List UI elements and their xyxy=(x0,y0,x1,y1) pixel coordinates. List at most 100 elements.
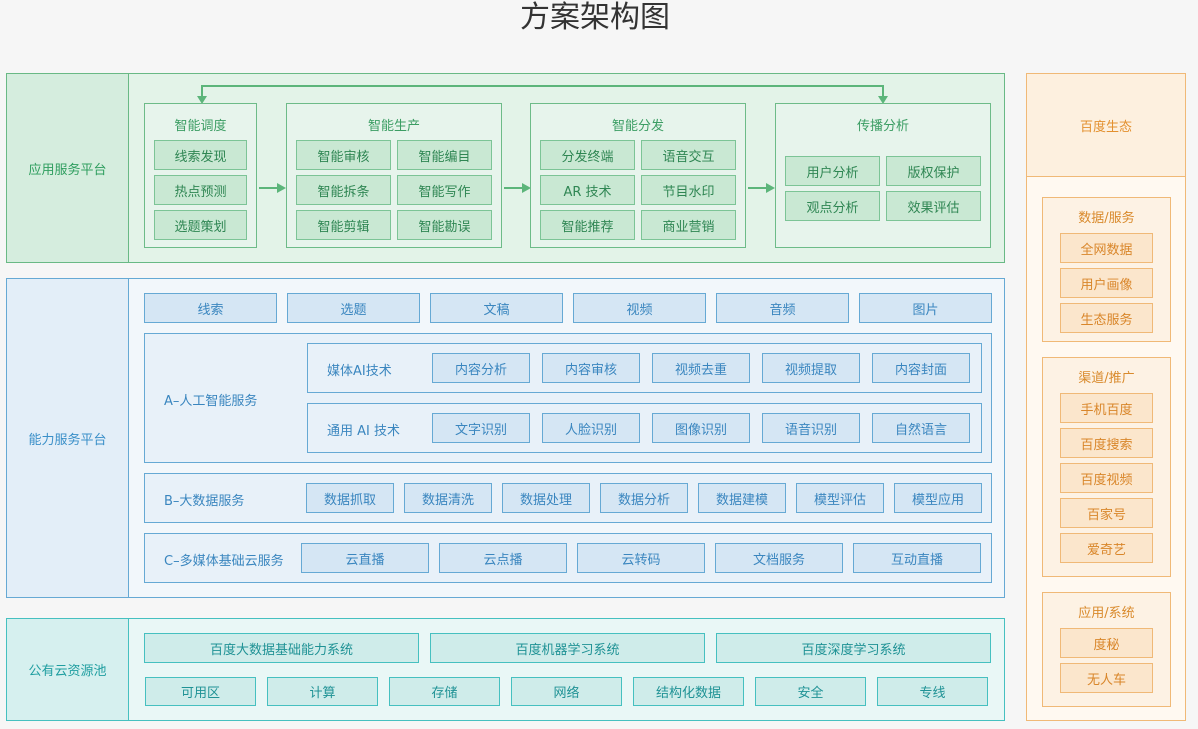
ai-tech-item[interactable]: 视频提取 xyxy=(762,353,860,383)
general-ai-label: 通用 AI 技术 xyxy=(327,424,400,439)
ai-services-block: A–人工智能服务 媒体AI技术 内容分析 内容审核 视频去重 视频提取 内容封面… xyxy=(144,333,992,463)
capability-platform-label: 能力服务平台 xyxy=(7,279,129,597)
ecosystem-group-channels: 渠道/推广 手机百度 百度搜索 百度视频 百家号 爱奇艺 xyxy=(1042,357,1171,577)
flow-arrow xyxy=(748,183,775,193)
bigdata-item[interactable]: 数据建模 xyxy=(698,483,786,513)
app-item[interactable]: 用户分析 xyxy=(785,156,880,186)
ecosystem-item[interactable]: 全网数据 xyxy=(1060,233,1153,263)
resource-type-item[interactable]: 文稿 xyxy=(430,293,563,323)
group-smart-distribution: 智能分发 分发终端 语音交互 AR 技术 节目水印 智能推荐 商业营销 xyxy=(530,103,746,248)
bigdata-item[interactable]: 数据分析 xyxy=(600,483,688,513)
app-item[interactable]: 智能推荐 xyxy=(540,210,635,240)
ai-tech-item[interactable]: 自然语言 xyxy=(872,413,970,443)
app-item[interactable]: 智能编目 xyxy=(397,140,492,170)
ecosystem-item[interactable]: 百度搜索 xyxy=(1060,428,1153,458)
media-ai-label: 媒体AI技术 xyxy=(327,364,392,379)
ai-tech-item[interactable]: 文字识别 xyxy=(432,413,530,443)
bigdata-services-label: B–大数据服务 xyxy=(164,494,245,509)
resource-item[interactable]: 安全 xyxy=(755,677,866,706)
baidu-ecosystem: 百度生态 数据/服务 全网数据 用户画像 生态服务 渠道/推广 手机百度 百度搜… xyxy=(1026,73,1186,721)
app-item[interactable]: 选题策划 xyxy=(154,210,247,240)
ecosystem-item[interactable]: 百家号 xyxy=(1060,498,1153,528)
ecosystem-item[interactable]: 百度视频 xyxy=(1060,463,1153,493)
ecosystem-item[interactable]: 生态服务 xyxy=(1060,303,1153,333)
resource-item[interactable]: 存储 xyxy=(389,677,500,706)
ai-tech-item[interactable]: 图像识别 xyxy=(652,413,750,443)
resource-item[interactable]: 计算 xyxy=(267,677,378,706)
app-item[interactable]: 智能勘误 xyxy=(397,210,492,240)
ecosystem-title: 百度生态 xyxy=(1027,74,1185,177)
system-item[interactable]: 百度机器学习系统 xyxy=(430,633,705,663)
group-title: 数据/服务 xyxy=(1078,210,1135,226)
ai-tech-item[interactable]: 视频去重 xyxy=(652,353,750,383)
page-title: 方案架构图 xyxy=(520,0,670,35)
cloud-item[interactable]: 云直播 xyxy=(301,543,429,573)
general-ai-row: 通用 AI 技术 文字识别 人脸识别 图像识别 语音识别 自然语言 xyxy=(307,403,982,453)
group-smart-production: 智能生产 智能审核 智能编目 智能拆条 智能写作 智能剪辑 智能勘误 xyxy=(286,103,502,248)
resource-type-item[interactable]: 图片 xyxy=(859,293,992,323)
bigdata-item[interactable]: 模型评估 xyxy=(796,483,884,513)
app-item[interactable]: 效果评估 xyxy=(886,191,981,221)
bigdata-services-block: B–大数据服务 数据抓取 数据清洗 数据处理 数据分析 数据建模 模型评估 模型… xyxy=(144,473,992,523)
app-platform-label: 应用服务平台 xyxy=(7,74,129,262)
group-title: 传播分析 xyxy=(856,118,909,134)
flow-arrow xyxy=(259,183,286,193)
group-title: 智能调度 xyxy=(174,118,227,134)
ecosystem-item[interactable]: 手机百度 xyxy=(1060,393,1153,423)
app-item[interactable]: 热点预测 xyxy=(154,175,247,205)
app-item[interactable]: 线索发现 xyxy=(154,140,247,170)
group-title: 应用/系统 xyxy=(1078,605,1135,621)
ai-services-label: A–人工智能服务 xyxy=(164,394,258,409)
resource-item[interactable]: 可用区 xyxy=(145,677,256,706)
app-item[interactable]: 智能审核 xyxy=(296,140,391,170)
app-item[interactable]: 版权保护 xyxy=(886,156,981,186)
resource-type-item[interactable]: 线索 xyxy=(144,293,277,323)
system-item[interactable]: 百度深度学习系统 xyxy=(716,633,991,663)
flow-arrow xyxy=(504,183,531,193)
app-item[interactable]: 智能写作 xyxy=(397,175,492,205)
group-title: 智能分发 xyxy=(611,118,664,134)
ecosystem-item[interactable]: 用户画像 xyxy=(1060,268,1153,298)
group-title: 智能生产 xyxy=(367,118,420,134)
cloud-item[interactable]: 互动直播 xyxy=(853,543,981,573)
cloud-services-label: C–多媒体基础云服务 xyxy=(164,554,284,569)
app-item[interactable]: 分发终端 xyxy=(540,140,635,170)
system-item[interactable]: 百度大数据基础能力系统 xyxy=(144,633,419,663)
ecosystem-group-applications: 应用/系统 度秘 无人车 xyxy=(1042,592,1171,707)
app-item[interactable]: AR 技术 xyxy=(540,175,635,205)
capability-service-platform: 能力服务平台 线索 选题 文稿 视频 音频 图片 A–人工智能服务 媒体AI技术… xyxy=(6,278,1005,598)
cloud-item[interactable]: 云转码 xyxy=(577,543,705,573)
resource-type-item[interactable]: 视频 xyxy=(573,293,706,323)
app-item[interactable]: 商业营销 xyxy=(641,210,736,240)
ecosystem-item[interactable]: 度秘 xyxy=(1060,628,1153,658)
ai-tech-item[interactable]: 内容分析 xyxy=(432,353,530,383)
bigdata-item[interactable]: 数据处理 xyxy=(502,483,590,513)
app-item[interactable]: 智能剪辑 xyxy=(296,210,391,240)
app-item[interactable]: 节目水印 xyxy=(641,175,736,205)
ai-tech-item[interactable]: 内容审核 xyxy=(542,353,640,383)
bigdata-item[interactable]: 数据清洗 xyxy=(404,483,492,513)
public-cloud-pool: 公有云资源池 百度大数据基础能力系统 百度机器学习系统 百度深度学习系统 可用区… xyxy=(6,618,1005,721)
app-item[interactable]: 智能拆条 xyxy=(296,175,391,205)
resource-item[interactable]: 网络 xyxy=(511,677,622,706)
ecosystem-item[interactable]: 无人车 xyxy=(1060,663,1153,693)
resource-type-item[interactable]: 音频 xyxy=(716,293,849,323)
bigdata-item[interactable]: 数据抓取 xyxy=(306,483,394,513)
resource-item[interactable]: 专线 xyxy=(877,677,988,706)
feedback-arrow xyxy=(197,85,888,104)
cloud-item[interactable]: 云点播 xyxy=(439,543,567,573)
app-item[interactable]: 观点分析 xyxy=(785,191,880,221)
group-smart-scheduling: 智能调度 线索发现 热点预测 选题策划 xyxy=(144,103,257,248)
ai-tech-item[interactable]: 人脸识别 xyxy=(542,413,640,443)
resource-item[interactable]: 结构化数据 xyxy=(633,677,744,706)
ai-tech-item[interactable]: 语音识别 xyxy=(762,413,860,443)
bigdata-item[interactable]: 模型应用 xyxy=(894,483,982,513)
group-propagation-analysis: 传播分析 用户分析 版权保护 观点分析 效果评估 xyxy=(775,103,991,248)
group-title: 渠道/推广 xyxy=(1078,370,1135,386)
app-item[interactable]: 语音交互 xyxy=(641,140,736,170)
ecosystem-group-data-services: 数据/服务 全网数据 用户画像 生态服务 xyxy=(1042,197,1171,342)
resource-type-item[interactable]: 选题 xyxy=(287,293,420,323)
ecosystem-item[interactable]: 爱奇艺 xyxy=(1060,533,1153,563)
cloud-item[interactable]: 文档服务 xyxy=(715,543,843,573)
ai-tech-item[interactable]: 内容封面 xyxy=(872,353,970,383)
